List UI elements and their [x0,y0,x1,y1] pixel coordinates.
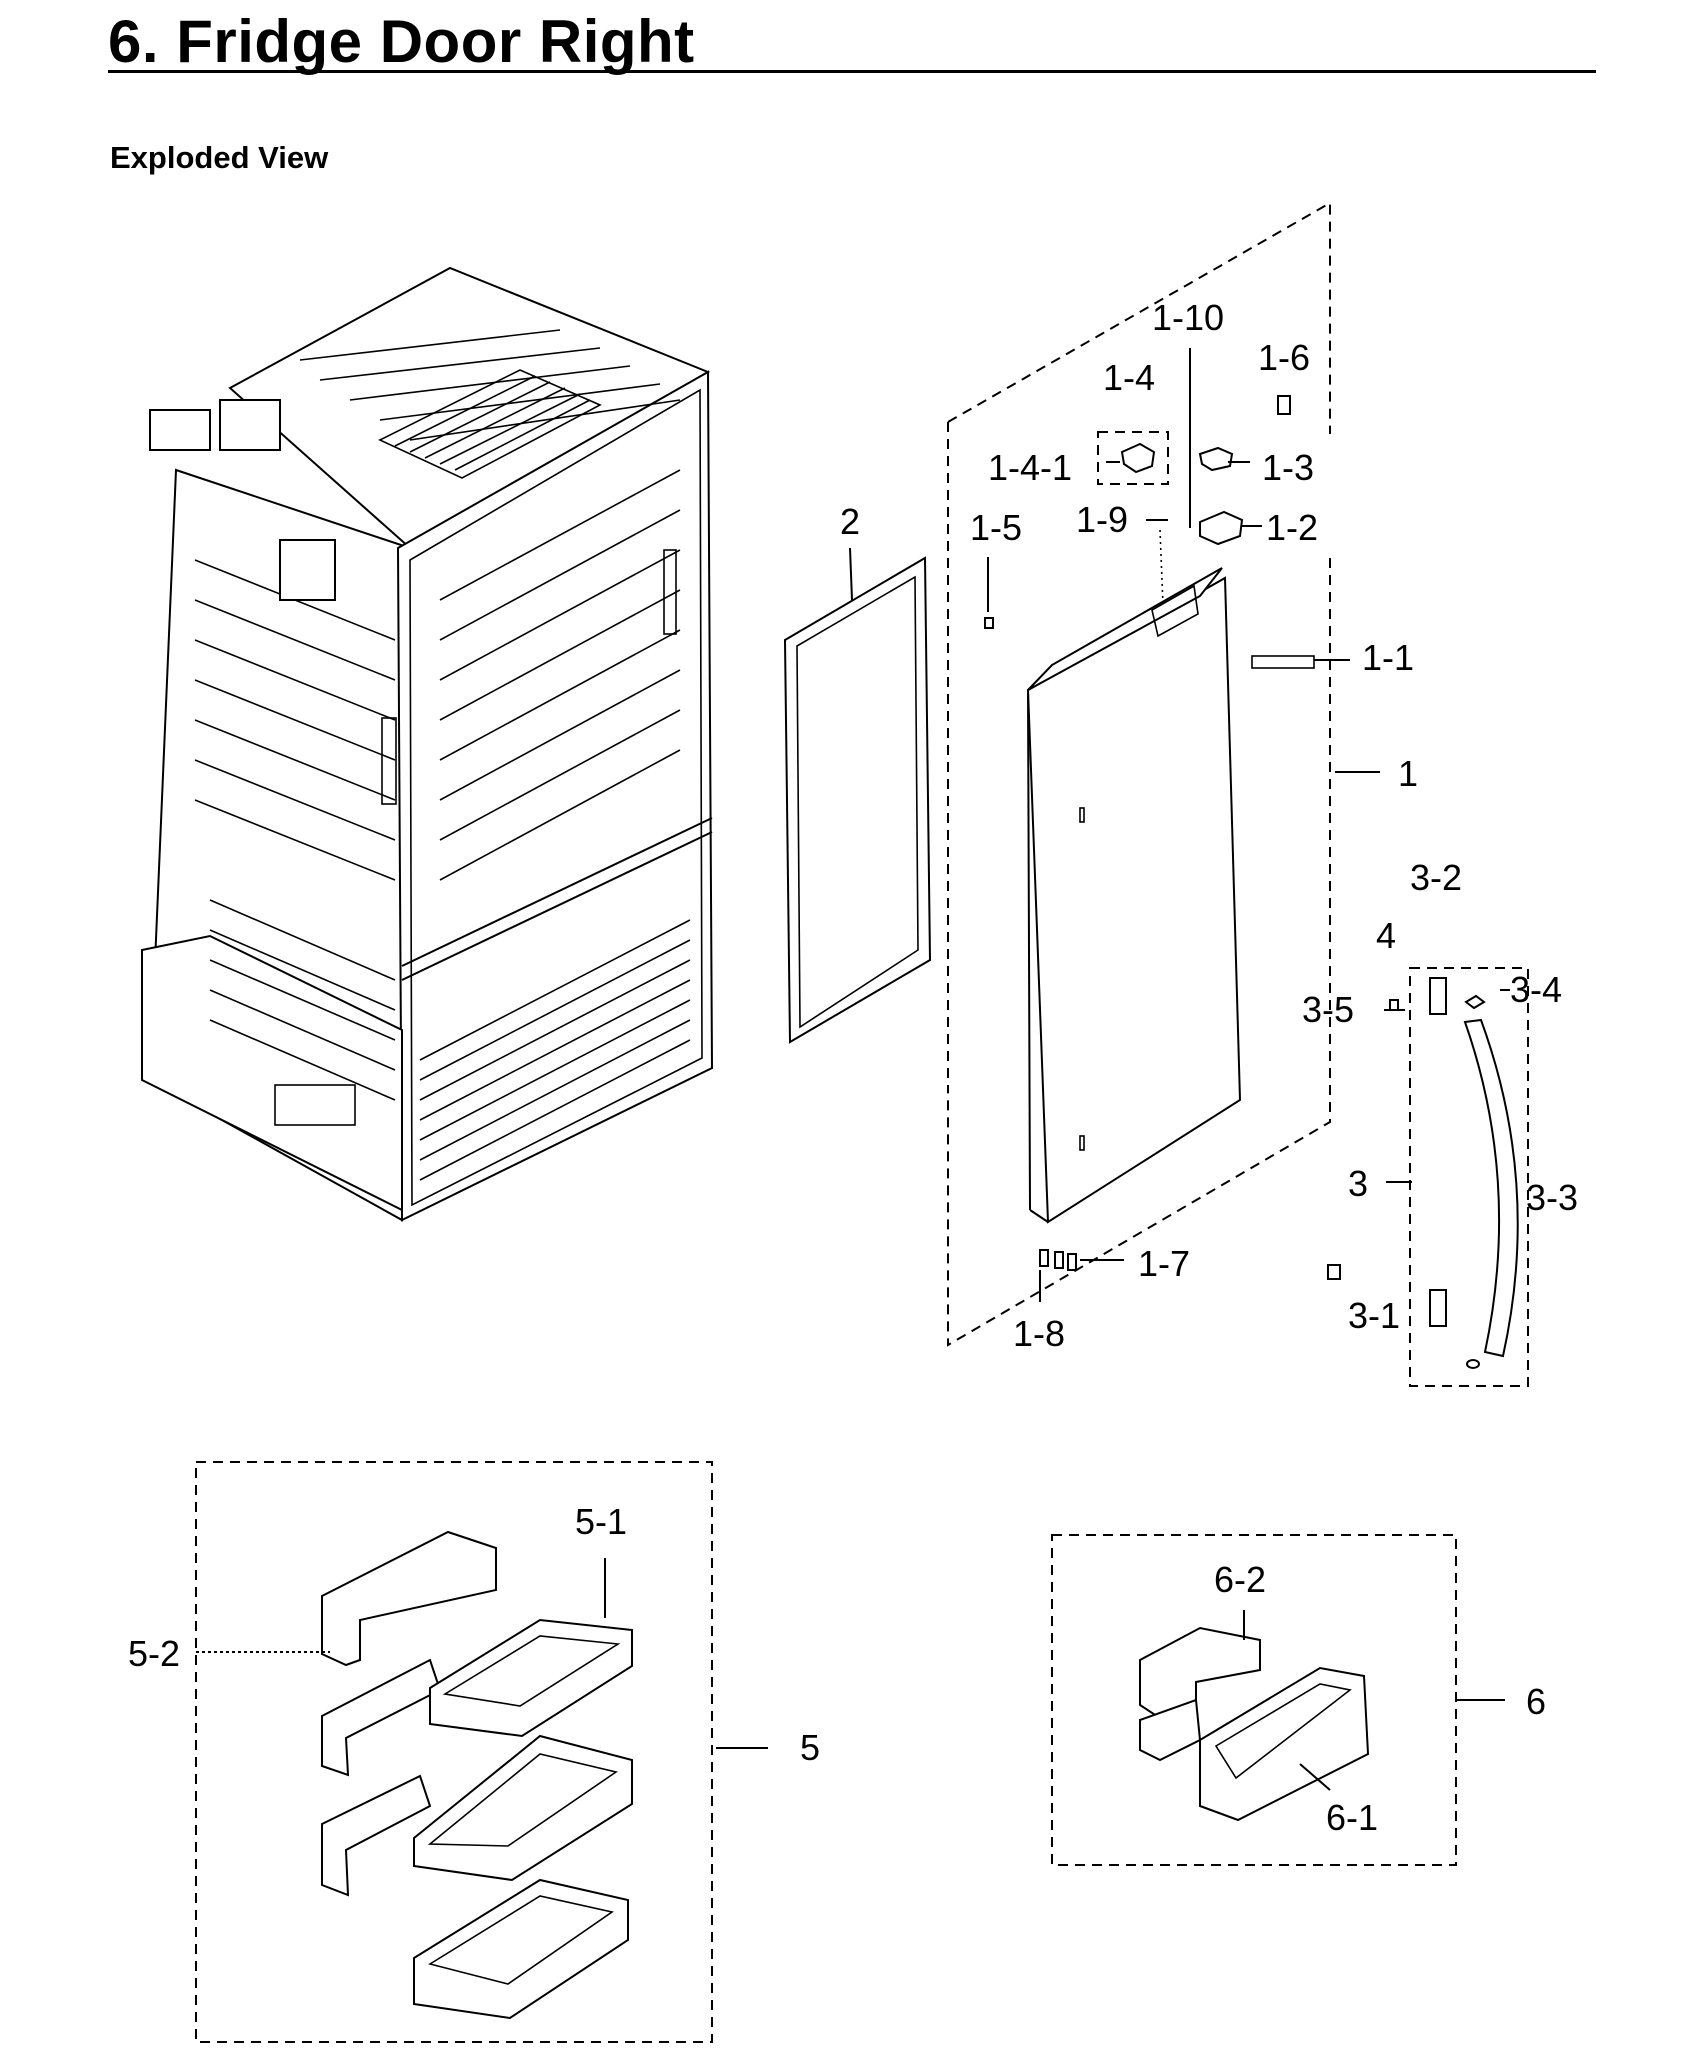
door-handle [1389,967,1529,1387]
label-4: 4 [1376,915,1396,956]
label-6-1: 6-1 [1326,1797,1378,1838]
hinge-parts [984,395,1291,629]
label-1-7: 1-7 [1138,1243,1190,1284]
title-rule [108,70,1596,73]
label-1-4: 1-4 [1103,357,1155,398]
label-2: 2 [840,501,860,542]
label-3-5: 3-5 [1302,989,1354,1030]
label-3-3: 3-3 [1526,1177,1578,1218]
label-3-1: 3-1 [1348,1295,1400,1336]
label-1-5: 1-5 [970,507,1022,548]
label-3-2: 3-2 [1410,857,1462,898]
label-1-1: 1-1 [1362,637,1414,678]
fridge-door [1026,567,1242,1224]
section-heading: Exploded View [110,140,329,175]
basket-group-5-boundary [195,1461,713,2043]
label-1-3: 1-3 [1262,447,1314,488]
label-1-4-1: 1-4-1 [988,447,1072,488]
label-3-4: 3-4 [1510,969,1562,1010]
label-1-2: 1-2 [1266,507,1318,548]
bin-set-6 [1139,1626,1370,1822]
label-5: 5 [800,1727,820,1768]
label-1-10: 1-10 [1152,297,1224,338]
label-1: 1 [1398,753,1418,794]
label-5-2: 5-2 [128,1633,180,1674]
page-title: 6. Fridge Door Right [108,8,695,75]
label-6-2: 6-2 [1214,1559,1266,1600]
door-bins [321,1530,633,2020]
fridge-cabinet [141,266,714,1222]
label-1-9: 1-9 [1076,499,1128,540]
label-5-1: 5-1 [575,1501,627,1542]
label-3: 3 [1348,1163,1368,1204]
label-1-8: 1-8 [1013,1313,1065,1354]
label-1-6: 1-6 [1258,337,1310,378]
label-6: 6 [1526,1681,1546,1722]
door-gasket [783,556,932,1044]
